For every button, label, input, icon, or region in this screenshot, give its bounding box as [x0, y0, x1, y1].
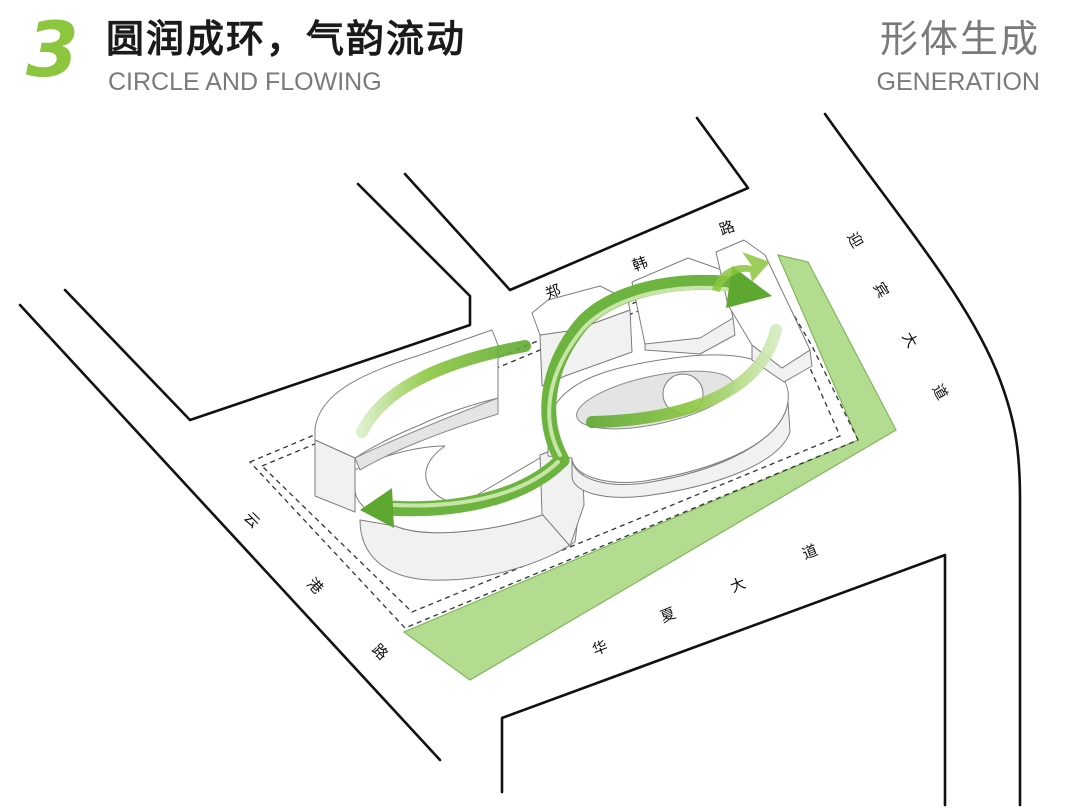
page-subtitle: CIRCLE AND FLOWING — [108, 68, 382, 96]
ring-building-front — [571, 401, 791, 498]
street-char: 路 — [717, 217, 737, 239]
road-edge-yingbin-east — [823, 112, 1022, 807]
flow-arrow-upper-west — [356, 340, 531, 438]
section-number: 3 — [26, 5, 79, 94]
flow-arrow-main-highlight — [547, 285, 734, 457]
flow-arrow-lower-highlight — [392, 460, 560, 508]
west-wing-inner-face — [354, 397, 499, 471]
street-char: 道 — [800, 541, 821, 563]
street-label-huaxia-avenue: 华 夏 大 道 — [590, 541, 821, 659]
street-char: 云 — [240, 508, 263, 531]
street-char: 港 — [303, 574, 326, 597]
road-edge-north-block — [403, 116, 750, 292]
street-char: 迎 — [843, 229, 866, 251]
page-title: 圆润成环，气韵流动 — [106, 17, 467, 61]
street-char: 路 — [368, 640, 391, 663]
section-title: 形体生成 — [879, 17, 1040, 61]
section-subtitle: GENERATION — [876, 68, 1040, 96]
west-tower-front — [314, 439, 356, 513]
street-label-zhenghan-road: 郑 韩 路 — [543, 217, 737, 303]
site-setback-line — [260, 265, 841, 613]
flow-arrow-lower-east — [586, 324, 782, 428]
road-edge-southeast-block — [500, 553, 947, 807]
road-edge-yungang-west — [18, 303, 442, 762]
road-edge-northwest-block — [63, 182, 472, 422]
road-network — [18, 112, 1022, 807]
arrowhead-east-icon — [726, 266, 772, 308]
street-char: 华 — [590, 637, 611, 659]
flow-arrows — [356, 252, 782, 528]
arrowhead-west-icon — [360, 488, 394, 528]
street-char: 道 — [928, 381, 951, 403]
street-char: 大 — [728, 574, 749, 596]
street-char: 夏 — [658, 604, 679, 626]
street-char: 大 — [898, 329, 921, 351]
arrowhead-northeast-curl-icon — [712, 252, 770, 292]
street-char: 宾 — [869, 279, 892, 301]
street-char: 郑 — [543, 281, 563, 303]
street-char: 韩 — [630, 253, 650, 275]
